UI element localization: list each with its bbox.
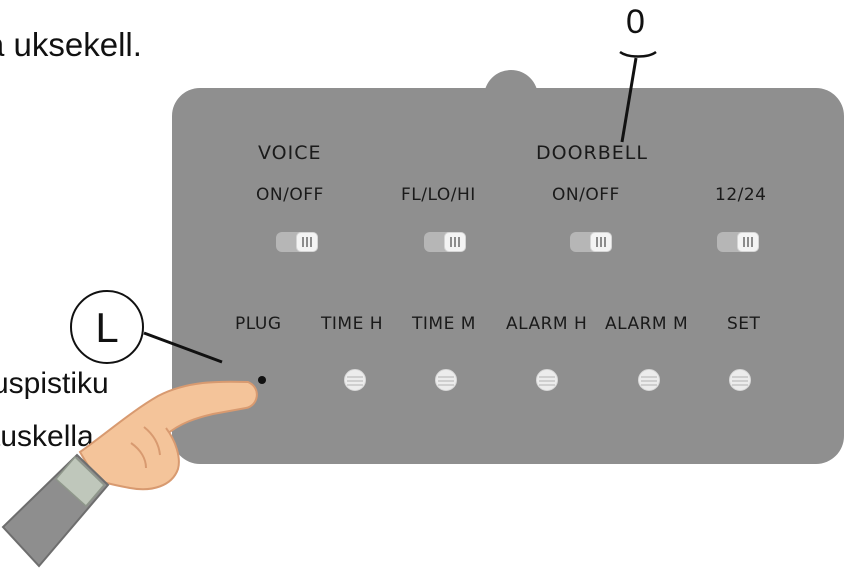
time-m-button[interactable]: [435, 369, 457, 391]
callout-l-leader-line: [143, 331, 223, 364]
switch-knob[interactable]: [296, 232, 318, 252]
sleeve-cuff-shape: [54, 455, 106, 508]
voice-group-label: VOICE: [258, 142, 322, 164]
control-panel: [172, 88, 844, 464]
callout-zero-leader-line: [620, 57, 638, 143]
button-label-alarm-m: ALARM M: [605, 314, 689, 334]
alarm-m-button[interactable]: [638, 369, 660, 391]
grip-lines-icon: [450, 237, 460, 247]
grip-lines-icon: [302, 237, 312, 247]
switch-label-fl-lo-hi: FL/LO/HI: [401, 185, 476, 205]
partial-instruction-text-left-line-2: tuskella: [0, 420, 94, 453]
switch-label-12-24: 12/24: [715, 185, 767, 205]
switch-label-doorbell-on-off: ON/OFF: [552, 185, 620, 205]
hand-fold-line: [143, 426, 161, 456]
12-24-switch[interactable]: [717, 232, 759, 252]
switch-knob[interactable]: [590, 232, 612, 252]
time-h-button[interactable]: [344, 369, 366, 391]
callout-l-circle: L: [70, 290, 144, 364]
grip-lines-icon: [743, 237, 753, 247]
switch-knob[interactable]: [444, 232, 466, 252]
hand-fold-line-2: [130, 442, 147, 469]
callout-l-text: L: [95, 304, 119, 351]
button-label-time-m: TIME M: [412, 314, 476, 334]
fl-lo-hi-switch[interactable]: [424, 232, 466, 252]
switch-knob[interactable]: [737, 232, 759, 252]
grip-lines-icon: [596, 237, 606, 247]
sleeve-shape: [1, 453, 110, 568]
doorbell-on-off-switch[interactable]: [570, 232, 612, 252]
callout-zero-label: 0: [626, 3, 645, 41]
callout-zero-underline-icon: [619, 50, 657, 58]
button-label-alarm-h: ALARM H: [506, 314, 588, 334]
pointing-hand-icon: [1, 380, 258, 568]
set-button[interactable]: [729, 369, 751, 391]
button-label-plug: PLUG: [235, 314, 282, 334]
partial-instruction-text-top: a uksekell.: [0, 26, 142, 63]
partial-instruction-text-left-line-1: uspistiku: [0, 367, 109, 400]
plug-reset-hole[interactable]: [258, 376, 266, 384]
button-label-time-h: TIME H: [321, 314, 383, 334]
voice-on-off-switch[interactable]: [276, 232, 318, 252]
alarm-h-button[interactable]: [536, 369, 558, 391]
button-label-set: SET: [727, 314, 761, 334]
switch-label-voice-on-off: ON/OFF: [256, 185, 324, 205]
doorbell-group-label: DOORBELL: [536, 142, 648, 164]
